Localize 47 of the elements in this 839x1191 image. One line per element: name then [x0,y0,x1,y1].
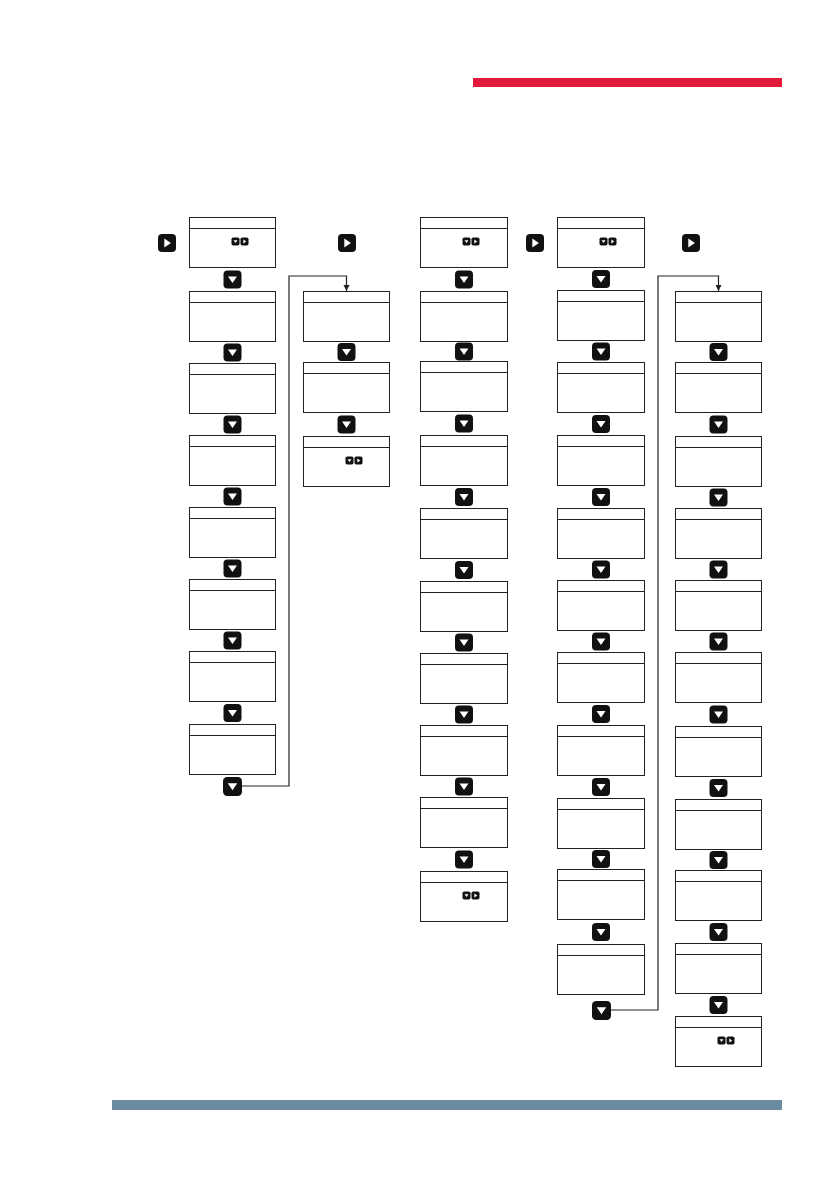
display-screen [557,869,645,920]
display-screen [557,944,645,995]
display-screen [189,435,276,486]
connector-arrow [240,275,350,787]
display-screen [189,291,276,342]
display-screen [557,362,645,413]
connector-arrow [609,275,722,1011]
display-screen [557,217,645,268]
display-screen [189,724,276,775]
display-screen [557,652,645,703]
display-screen [303,291,390,342]
display-screen [189,651,276,702]
display-screen [189,217,276,268]
display-screen [303,436,390,487]
display-screen [557,580,645,631]
down-key-icon [591,1000,611,1020]
display-screen [557,725,645,776]
display-screen [675,508,762,559]
display-screen [420,871,508,922]
display-screen [557,798,645,849]
display-screen [675,1016,762,1067]
display-screen [675,436,762,487]
display-screen [420,725,508,776]
display-screen [420,217,508,268]
display-screen [557,290,645,341]
display-screen [675,726,762,777]
display-screen [675,943,762,994]
display-screen [420,291,508,342]
display-screen [420,435,508,486]
display-screen [675,799,762,850]
display-screen [420,508,508,559]
display-screen [303,362,390,413]
display-screen [189,507,276,558]
display-screen [675,291,762,342]
display-screen [557,435,645,486]
display-screen [420,581,508,632]
display-screen [557,508,645,559]
display-screen [675,362,762,413]
display-screen [675,652,762,703]
display-screen [420,361,508,412]
display-screen [675,870,762,921]
display-screen [675,580,762,631]
display-screen [189,579,276,630]
down-key-icon [222,776,242,796]
display-screen [420,797,508,848]
display-screen [189,363,276,414]
display-screen [420,653,508,704]
